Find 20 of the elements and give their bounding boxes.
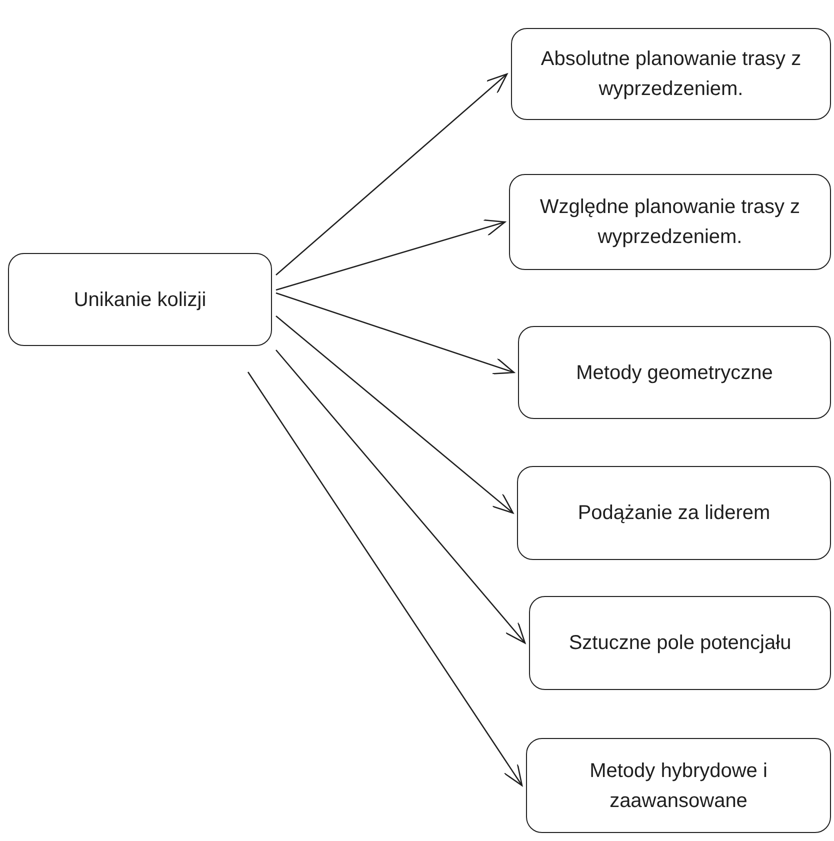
process-box — [509, 174, 831, 270]
node-label: Podążanie za liderem — [578, 501, 770, 526]
arrow — [276, 350, 526, 644]
node-label: Absolutne planowanie trasy z wyprzedzeniem. — [540, 47, 802, 102]
process-box — [529, 596, 831, 690]
arrow — [276, 219, 506, 291]
process-box — [8, 253, 272, 346]
arrow — [276, 73, 508, 276]
node-label: Względne planowanie trasy z wyprzedzeniem. — [538, 195, 802, 250]
process-box — [526, 738, 831, 833]
process-box — [518, 326, 831, 419]
arrow — [276, 316, 514, 514]
arrow — [276, 292, 515, 374]
node-label: Metody hybrydowe i zaawansowane — [588, 758, 768, 814]
process-box — [511, 28, 831, 120]
process-box — [517, 466, 831, 560]
node-label: Metody geometryczne — [576, 360, 773, 386]
arrow — [247, 372, 523, 786]
node-label: Sztuczne pole potencjału — [568, 631, 792, 656]
node-label: Unikanie kolizji — [74, 288, 206, 312]
